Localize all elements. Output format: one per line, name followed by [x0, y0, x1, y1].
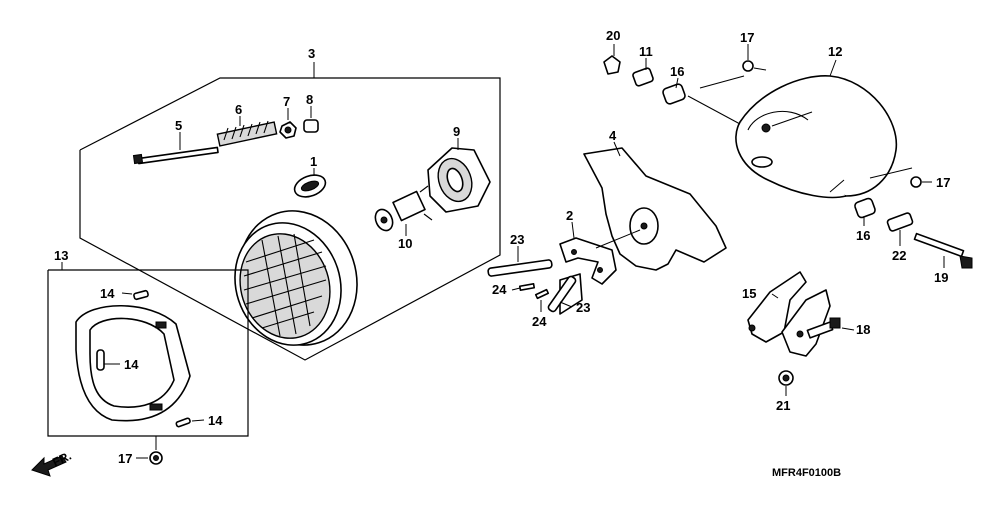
part-4-base-plate — [583, 141, 727, 271]
part-17-screw-right — [869, 167, 932, 188]
part-15-bracket — [747, 271, 831, 357]
part-11-collar — [632, 58, 654, 87]
part-18-bolt — [806, 317, 855, 339]
part-20-cap-nut — [603, 44, 621, 75]
callout-23-lower: 23 — [576, 300, 590, 315]
callout-24-upper: 24 — [492, 282, 507, 297]
part-16-collar-upper — [662, 75, 745, 125]
part-24-screw-lower — [534, 288, 550, 312]
callout-13: 13 — [54, 248, 68, 263]
part-6-spring — [216, 116, 278, 147]
diagram-code: MFR4F0100B — [772, 467, 841, 479]
callout-2: 2 — [566, 208, 573, 223]
part-13-headlight-rim — [75, 304, 191, 422]
part-19-bolt — [829, 179, 973, 269]
callout-18: 18 — [856, 322, 870, 337]
callout-1: 1 — [310, 154, 317, 169]
part-12-headlight-case — [735, 59, 898, 199]
callout-17-right: 17 — [936, 175, 950, 190]
part-16-collar-lower — [854, 197, 876, 226]
callout-3: 3 — [308, 46, 315, 61]
callout-16-upper: 16 — [670, 64, 684, 79]
part-23-strap-lower — [547, 275, 577, 313]
part-1-grommet — [293, 168, 327, 198]
callout-14-bottom: 14 — [208, 413, 223, 428]
headlight-unit — [234, 210, 358, 346]
callout-9: 9 — [453, 124, 460, 139]
part-23-strap-upper — [487, 246, 553, 277]
callout-8: 8 — [306, 92, 313, 107]
front-marker-label: FR. — [50, 449, 73, 470]
headlight-rim-group-box — [47, 262, 249, 437]
callout-7: 7 — [283, 94, 290, 109]
callout-6: 6 — [235, 102, 242, 117]
part-14-clip-top — [121, 289, 149, 301]
part-7-nut — [279, 108, 297, 139]
callout-24-lower: 24 — [532, 314, 547, 329]
part-5-adjusting-screw — [132, 132, 219, 165]
callout-16-lower: 16 — [856, 228, 870, 243]
part-9-socket-cover — [427, 138, 491, 213]
callout-20: 20 — [606, 28, 620, 43]
callout-15: 15 — [742, 286, 756, 301]
callout-21: 21 — [776, 398, 790, 413]
callout-4: 4 — [609, 128, 617, 143]
part-17-screw-bottom — [136, 436, 163, 465]
callout-22: 22 — [892, 248, 906, 263]
callout-19: 19 — [934, 270, 948, 285]
front-arrow-icon — [31, 455, 67, 477]
callout-17-bottom: 17 — [118, 451, 132, 466]
headlight-assembly-group-box — [79, 62, 501, 361]
part-24-screw-upper — [511, 283, 536, 291]
part-22-collar — [886, 212, 914, 246]
callout-17-upper: 17 — [740, 30, 754, 45]
part-14-clip-bottom — [175, 417, 205, 428]
callout-23-upper: 23 — [510, 232, 524, 247]
callout-12: 12 — [828, 44, 842, 59]
callout-11: 11 — [639, 44, 653, 59]
part-17-screw-upper — [742, 44, 767, 72]
callout-14-mid: 14 — [124, 357, 139, 372]
callout-10: 10 — [398, 236, 412, 251]
callout-14-top: 14 — [100, 286, 115, 301]
part-10-bulb — [374, 185, 433, 236]
part-8-cap — [303, 106, 319, 133]
part-21-nut — [778, 370, 794, 396]
callout-5: 5 — [175, 118, 182, 133]
